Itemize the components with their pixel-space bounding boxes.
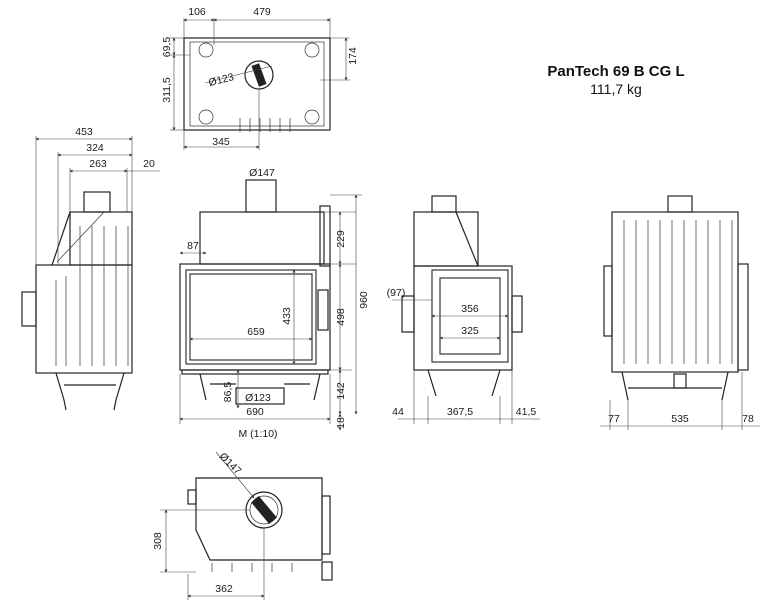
scale-label: M (1:10)	[238, 428, 277, 440]
dim-535: 535	[671, 413, 689, 425]
dim-106: 106	[188, 6, 206, 18]
dim-453: 453	[75, 126, 93, 138]
dim-345: 345	[212, 136, 230, 148]
left-side-view: 453 324 263 20	[21, 126, 160, 411]
dim-18: 18	[335, 417, 347, 429]
mounting-hole-icon	[304, 109, 320, 125]
dim-479: 479	[253, 6, 271, 18]
dim-dia-147-bottom: Ø147	[217, 451, 244, 478]
rear-view: 77 535 78	[600, 195, 760, 430]
dim-41-5: 41,5	[516, 406, 537, 418]
dim-dia-147-front: Ø147	[249, 167, 275, 179]
dim-77: 77	[608, 413, 620, 425]
dim-87: 87	[187, 240, 199, 252]
dim-97-ref: (97)	[387, 287, 406, 299]
dim-20: 20	[143, 158, 155, 170]
dim-367-5: 367,5	[447, 406, 473, 418]
dim-498: 498	[335, 308, 347, 326]
dim-356: 356	[461, 303, 479, 315]
product-weight: 111,7 kg	[590, 81, 642, 97]
dim-325: 325	[461, 325, 479, 337]
dim-78: 78	[742, 413, 754, 425]
mounting-hole-icon	[198, 109, 214, 125]
dim-433: 433	[281, 307, 293, 325]
dim-324: 324	[86, 142, 104, 154]
dim-229: 229	[335, 230, 347, 248]
dim-86-5: 86,5	[222, 382, 234, 403]
dim-142: 142	[335, 382, 347, 400]
dim-311-5: 311,5	[161, 77, 173, 103]
dim-174: 174	[347, 47, 359, 65]
mounting-hole-icon	[198, 42, 214, 58]
dim-308: 308	[152, 532, 164, 550]
front-view: Ø147 87 229 433 659 960 498 86,5 Ø123 14…	[179, 167, 370, 440]
bottom-view: Ø147 308 362	[152, 451, 333, 600]
dim-dia-123-top: Ø123	[207, 71, 235, 89]
dim-69-5: 69,5	[161, 37, 173, 58]
top-view: 106 479 69,5 311,5 174 345 Ø123	[161, 6, 359, 150]
dim-659: 659	[247, 326, 265, 338]
dim-960: 960	[358, 291, 370, 309]
dim-362: 362	[215, 583, 233, 595]
dim-dia-123-front: Ø123	[245, 392, 271, 404]
right-side-view: (97) 356 325 44 367,5 41,5	[387, 195, 540, 424]
flue-collar-icon	[244, 60, 274, 90]
mounting-hole-icon	[304, 42, 320, 58]
dim-44: 44	[392, 406, 404, 418]
dim-263: 263	[89, 158, 107, 170]
dim-690: 690	[246, 406, 264, 418]
product-title: PanTech 69 B CG L	[547, 63, 684, 80]
